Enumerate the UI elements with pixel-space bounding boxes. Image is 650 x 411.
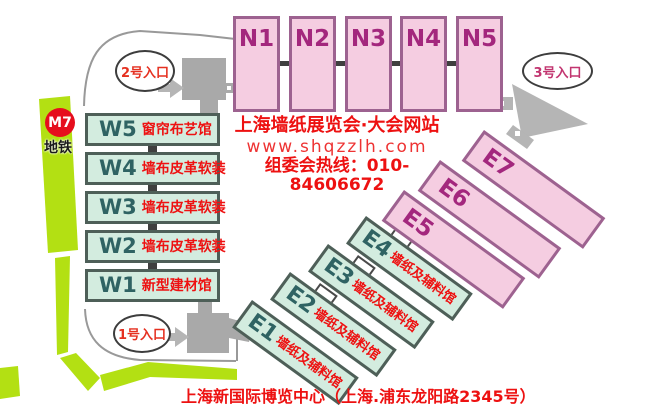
hall-label: W5 [99,117,137,141]
hall-w5: W5 窗帘布艺馆 [85,113,220,146]
hall-label: N5 [461,26,498,52]
connector-n2-n3 [336,61,345,66]
metro-m7-badge: M7 [45,108,75,137]
hall-label: W4 [99,156,137,180]
connector-w5-w4 [148,145,157,152]
hall-n2: N2 [289,16,336,112]
hall-description: 新型建材馆 [141,277,212,294]
hall-label: N2 [294,26,331,52]
hall-w1: W1 新型建材馆 [85,269,220,302]
green-strip-diagonal [60,353,100,391]
promo-block: 上海墙纸展览会·大会网站 www.shqzzlh.com 组委会热线：010-8… [224,116,450,195]
building-entrance2-stub [200,100,218,113]
hall-n4: N4 [400,16,447,112]
hall-w2: W2 墙布皮革软装 [85,230,226,263]
hall-n1: N1 [233,16,280,112]
hall-n5: N5 [456,16,503,112]
metro-line-label: M7 [48,114,72,131]
hall-description: 墙布皮革软装 [141,238,226,255]
promo-hotline: 组委会热线：010-84606672 [264,156,410,196]
entrance-3-label: 3号入口 [533,65,582,81]
entrance-1-badge: 1号入口 [113,314,171,353]
hall-description: 墙布皮革软装 [141,160,226,177]
hall-description: 窗帘布艺馆 [141,121,212,138]
hall-label: N3 [350,26,387,52]
entrance-1-arrow-icon [163,327,189,347]
promo-website: www.shqzzlh.com [246,136,428,157]
connector-n4-n5 [447,61,456,66]
connector-w3-w2 [148,223,157,230]
entrance-3-arrow-icon [512,84,588,138]
hall-label: W1 [99,273,137,297]
hall-label: W3 [99,195,137,219]
entrance-2-arrow-icon [158,78,184,98]
hall-label: W2 [99,234,137,258]
entrance-1-label: 1号入口 [117,328,167,343]
hall-label: N1 [238,26,275,52]
promo-title: 上海墙纸展览会·大会网站 [234,115,440,136]
hall-w3: W3 墙布皮革软装 [85,191,226,224]
green-strip-corner [0,366,20,399]
road-curve-entrance2 [83,29,254,107]
green-strip-top [39,96,78,253]
connector-n3-n4 [392,61,400,66]
road-curve-entrance1 [84,308,237,362]
hall-label: E7 [477,143,519,183]
hall-description: 墙布皮革软装 [141,199,226,216]
hall-label: E5 [397,203,439,243]
hall-label: N4 [405,26,442,52]
green-strip-middle [55,256,70,355]
entrance-2-badge: 2号入口 [115,50,175,92]
hall-n3: N3 [345,16,392,112]
connector-w4-w3 [148,184,157,191]
connector-w2-w1 [148,262,157,269]
building-entrance2 [182,58,226,100]
metro-label: 地铁 [44,140,72,156]
link-dot [515,131,520,136]
entrance-3-badge: 3号入口 [522,52,593,90]
building-entrance1-stub [198,301,212,313]
building-entrance1 [187,313,229,353]
connector-n1-n2 [280,61,289,66]
entrance-2-label: 2号入口 [120,65,170,81]
hall-w4: W4 墙布皮革软装 [85,152,226,185]
link-dot [227,86,231,90]
green-strip-bottom-band [100,362,237,391]
venue-address: 上海新国际博览中心（上海.浦东龙阳路2345号） [181,387,536,406]
entrance-3-arrow-tail [506,125,534,149]
